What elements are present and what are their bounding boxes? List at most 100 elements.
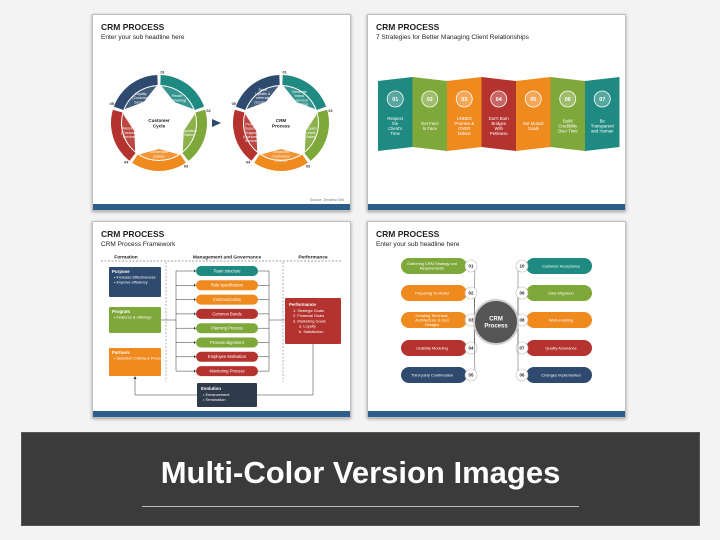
mgmt-pill — [196, 266, 258, 276]
right-step-pill — [526, 258, 592, 274]
purpose-box-title: Purpose — [112, 269, 130, 274]
left-step-pill — [401, 285, 467, 301]
purpose-box-bullet: • Improve efficiency — [114, 280, 148, 285]
cycle-wedge-5 — [124, 86, 157, 110]
mgmt-pill — [196, 280, 258, 291]
mgmt-arrowhead — [194, 355, 196, 359]
right-step-badge — [515, 341, 529, 355]
mgmt-pill — [196, 308, 258, 319]
mgmt-arrowhead — [194, 312, 196, 316]
left-step-number: 04 — [469, 346, 474, 351]
partners-box-bullet: • Selection Criteria & Process — [114, 356, 165, 361]
right-step-label: Quality Assurance — [545, 345, 576, 350]
cycle-step-number: 03 — [184, 165, 188, 169]
cycle-center — [139, 103, 179, 143]
right-step-pill — [526, 367, 592, 383]
mgmt-pill-label: Role specification — [211, 283, 244, 288]
cycle-center — [261, 103, 301, 143]
left-step-label: Third-party Confirmation — [411, 372, 453, 377]
mgmt-pill-label: Team structure — [213, 268, 241, 273]
left-step-badge — [464, 259, 478, 273]
strategy-number-badge — [490, 90, 508, 108]
banner-title: Multi-Color Version Images — [160, 455, 561, 490]
cycle-segment-1 — [160, 75, 205, 111]
performance-item: 3. Marketing Goals — [293, 318, 326, 323]
cycle-wedge-4 — [122, 114, 136, 152]
cycle-step-number: 05 — [232, 102, 236, 106]
mgmt-arrowhead — [194, 269, 196, 273]
slide-subtitle: Enter your sub headline here — [101, 34, 185, 41]
customer-cycle-ring: Reach(Marketing)01Acquisition(Sales)02Co… — [110, 70, 211, 172]
left-step-pill — [401, 312, 467, 328]
performance-item: 1. Strategic Goals — [293, 308, 324, 313]
right-step-badge — [515, 259, 529, 273]
cycle-segment-2 — [182, 109, 207, 161]
right-step-pill — [526, 285, 592, 301]
mgmt-pill — [196, 337, 258, 348]
mgmt-pill-label: Employee Motivation — [208, 354, 247, 359]
left-step-number: 02 — [469, 291, 474, 296]
strategy-number-badge — [455, 90, 473, 108]
slide-thumbnail-customer-cycle[interactable]: CRM PROCESS Enter your sub headline here… — [92, 14, 351, 211]
slide-thumbnail-framework[interactable]: CRM PROCESS CRM Process Framework Format… — [92, 221, 351, 418]
slide-title: CRM PROCESS — [376, 22, 440, 32]
performance-item: 2. Financial Goals — [293, 313, 324, 318]
cycle-step-label: Reach(Marketing) — [168, 94, 186, 102]
cycle-step-number: 02 — [206, 109, 210, 113]
right-step-label: Web-enabling — [549, 317, 573, 322]
slide-subtitle: 7 Strategies for Better Managing Client … — [376, 34, 529, 41]
right-step-badge — [515, 286, 529, 300]
cycle-step-label: Acquisition(Sales) — [180, 129, 197, 137]
purpose-box: Purpose• Increase Effectiveness• Improve… — [109, 267, 161, 297]
cycle-segment-3 — [132, 154, 186, 172]
slide-thumbnail-crm-steps[interactable]: CRM PROCESS Enter your sub headline here… — [367, 221, 626, 418]
slide-thumbnail-strategies[interactable]: CRM PROCESS 7 Strategies for Better Mana… — [367, 14, 626, 211]
cycle-segment-5 — [235, 75, 280, 111]
left-step-badge — [464, 341, 478, 355]
cycle-wedge-1 — [283, 86, 316, 110]
strategy-number: 05 — [530, 97, 536, 103]
right-step-pill — [526, 340, 592, 356]
slide-accent-bar — [368, 204, 625, 210]
strategy-panel-bg — [447, 77, 482, 151]
cycle-wedge-2 — [304, 114, 318, 152]
mgmt-pill — [196, 323, 258, 334]
strategy-number: 04 — [496, 97, 503, 103]
mgmt-pill-label: Common Bonds — [212, 311, 241, 316]
cycle-wedge-3 — [139, 149, 179, 160]
left-step-pill — [401, 258, 467, 274]
mgmt-pill — [196, 366, 258, 377]
strategy-number: 06 — [565, 97, 571, 103]
slide-accent-bar — [368, 411, 625, 417]
cycle-wedge-1 — [161, 86, 194, 110]
cycle-wedge-4 — [244, 114, 258, 152]
evolution-box: Evolution• Enhancement• Termination — [197, 383, 257, 407]
evolution-box-bg — [197, 383, 257, 407]
cycle-step-number: 04 — [246, 160, 251, 164]
mgmt-arrowhead — [194, 341, 196, 344]
mgmt-pill — [196, 294, 258, 305]
right-step-label: Data Migration — [548, 290, 573, 295]
right-step-number: 08 — [520, 318, 525, 323]
evolution-bullet: • Enhancement — [203, 392, 230, 397]
program-box-title: Program — [112, 309, 130, 314]
mgmt-pill-label: Monitoring Process — [209, 369, 244, 374]
evolution-in-line — [257, 344, 314, 396]
right-step-label: Changes Implemented — [541, 372, 580, 377]
column-header: Management and Governance — [193, 255, 262, 261]
